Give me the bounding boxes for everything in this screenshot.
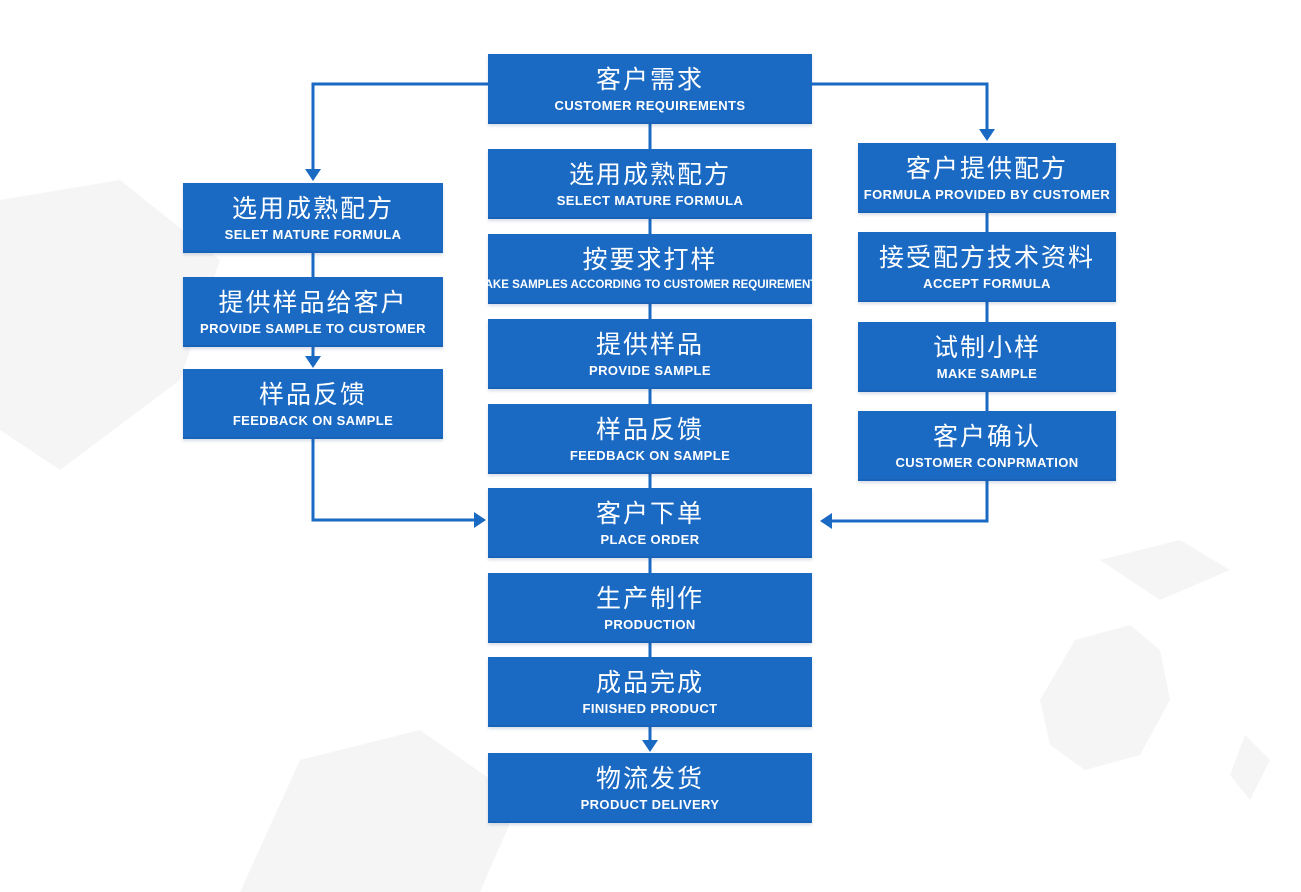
node-subtitle: ACCEPT FORMULA — [923, 275, 1051, 291]
node-subtitle: FINISHED PRODUCT — [582, 700, 718, 716]
node-left-provide-sample-to-customer: 提供样品给客户 PROVIDE SAMPLE TO CUSTOMER — [183, 277, 443, 347]
node-mid-feedback-on-sample: 样品反馈 FEEDBACK ON SAMPLE — [488, 404, 812, 474]
node-subtitle: FORMULA PROVIDED BY CUSTOMER — [863, 186, 1111, 202]
node-subtitle: MAKE SAMPLE — [936, 365, 1038, 381]
node-title: 提供样品给客户 — [218, 288, 408, 317]
arrow-left-icon — [820, 513, 832, 529]
node-mid-product-delivery: 物流发货 PRODUCT DELIVERY — [488, 753, 812, 823]
node-subtitle: SELECT MATURE FORMULA — [556, 192, 744, 208]
node-right-accept-formula: 接受配方技术资料 ACCEPT FORMULA — [858, 232, 1116, 302]
node-mid-provide-sample: 提供样品 PROVIDE SAMPLE — [488, 319, 812, 389]
arrow-down-icon — [305, 169, 321, 181]
connector-right-to-place-order — [820, 481, 989, 529]
node-subtitle: PRODUCTION — [604, 616, 696, 632]
node-title: 试制小样 — [932, 333, 1041, 362]
watermark-landmass — [240, 730, 520, 892]
node-subtitle: PROVIDE SAMPLE — [589, 362, 711, 378]
node-right-customer-confirmation: 客户确认 CUSTOMER CONPRMATION — [858, 411, 1116, 481]
node-title: 生产制作 — [595, 584, 704, 613]
node-left-feedback-on-sample: 样品反馈 FEEDBACK ON SAMPLE — [183, 369, 443, 439]
arrow-right-icon — [474, 512, 486, 528]
node-subtitle: FEEDBACK ON SAMPLE — [569, 447, 731, 463]
node-title: 选用成熟配方 — [568, 160, 731, 189]
connector-top-to-left — [305, 82, 488, 181]
arrow-down-icon — [642, 740, 658, 752]
node-title: 成品完成 — [595, 668, 704, 697]
watermark-landmass — [1100, 540, 1230, 600]
node-mid-production: 生产制作 PRODUCTION — [488, 573, 812, 643]
node-title: 客户提供配方 — [905, 154, 1068, 183]
node-title: 样品反馈 — [258, 380, 367, 409]
node-customer-requirements: 客户需求 CUSTOMER REQUIREMENTS — [488, 54, 812, 124]
node-mid-make-samples: 按要求打样 MAKE SAMPLES ACCORDING TO CUSTOMER… — [475, 234, 825, 304]
node-subtitle: CUSTOMER REQUIREMENTS — [554, 97, 746, 113]
node-subtitle: PLACE ORDER — [600, 531, 700, 547]
node-mid-select-mature-formula: 选用成熟配方 SELECT MATURE FORMULA — [488, 149, 812, 219]
node-subtitle: MAKE SAMPLES ACCORDING TO CUSTOMER REQUI… — [475, 278, 825, 291]
node-mid-place-order: 客户下单 PLACE ORDER — [488, 488, 812, 558]
watermark-landmass — [0, 180, 220, 470]
connector-top-to-right — [812, 82, 995, 141]
node-left-select-mature-formula: 选用成熟配方 SELET MATURE FORMULA — [183, 183, 443, 253]
node-subtitle: CUSTOMER CONPRMATION — [895, 454, 1079, 470]
node-title: 接受配方技术资料 — [878, 243, 1095, 272]
node-title: 客户确认 — [932, 422, 1041, 451]
node-subtitle: FEEDBACK ON SAMPLE — [232, 412, 394, 428]
watermark-landmass-nz — [1230, 735, 1270, 800]
node-title: 物流发货 — [595, 764, 704, 793]
node-title: 按要求打样 — [582, 245, 718, 274]
connector-mid-column — [642, 124, 658, 752]
node-title: 提供样品 — [595, 330, 704, 359]
watermark-landmass-australia — [1040, 625, 1170, 770]
connector-left-column — [305, 253, 321, 368]
node-title: 样品反馈 — [595, 415, 704, 444]
node-title: 客户下单 — [595, 499, 704, 528]
node-right-formula-provided-by-customer: 客户提供配方 FORMULA PROVIDED BY CUSTOMER — [858, 143, 1116, 213]
arrow-down-icon — [979, 129, 995, 141]
node-subtitle: PROVIDE SAMPLE TO CUSTOMER — [200, 320, 426, 336]
connector-left-to-place-order — [311, 439, 486, 528]
node-mid-finished-product: 成品完成 FINISHED PRODUCT — [488, 657, 812, 727]
node-subtitle: SELET MATURE FORMULA — [224, 226, 402, 242]
node-subtitle: PRODUCT DELIVERY — [580, 796, 720, 812]
node-right-make-sample: 试制小样 MAKE SAMPLE — [858, 322, 1116, 392]
arrow-down-icon — [305, 356, 321, 368]
node-title: 客户需求 — [595, 65, 704, 94]
node-title: 选用成熟配方 — [231, 194, 394, 223]
